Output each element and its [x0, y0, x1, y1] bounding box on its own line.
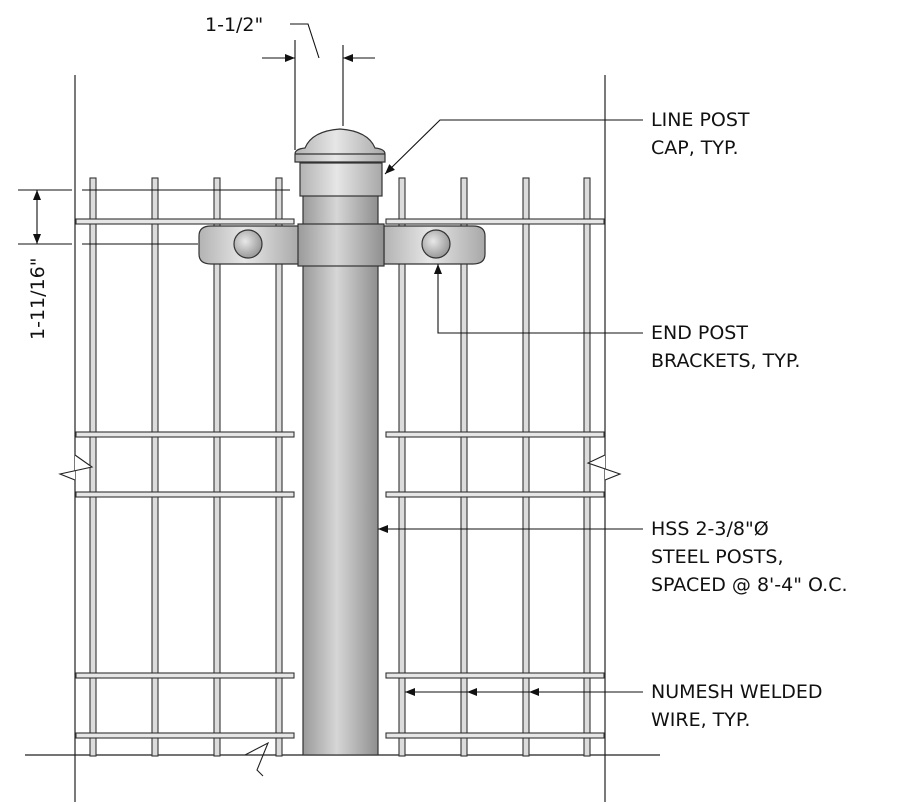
end-post-brackets-callout-line1: END POST	[651, 322, 748, 344]
steel-posts-callout-line1: HSS 2-3/8"Ø	[651, 518, 769, 540]
end-post-brackets-callout-line2: BRACKETS, TYP.	[651, 350, 800, 372]
steel-posts-callout-line3: SPACED @ 8'-4" O.C.	[651, 574, 848, 596]
bracket-height-label: 1-11/16"	[27, 258, 49, 340]
welded-wire-callout-line2: WIRE, TYP.	[651, 709, 750, 731]
left-wire-mesh-panel	[75, 177, 295, 757]
line-post-cap-callout-line2: CAP, TYP.	[651, 137, 739, 159]
cap-width-dimension	[262, 23, 375, 150]
bracket-height-dimension	[18, 189, 290, 245]
post-cap	[294, 128, 386, 197]
break-symbols	[58, 454, 622, 777]
cap-width-label: 1-1/2"	[205, 14, 263, 36]
line-post-cap-leader	[384, 119, 643, 175]
right-wire-mesh-panel	[385, 177, 605, 757]
end-post-brackets-leader	[434, 264, 643, 334]
welded-wire-callout-line1: NUMESH WELDED	[651, 681, 823, 703]
line-post-cap-callout-line1: LINE POST	[651, 109, 750, 131]
steel-posts-callout-line2: STEEL POSTS,	[651, 546, 783, 568]
end-post-brackets	[198, 223, 486, 267]
